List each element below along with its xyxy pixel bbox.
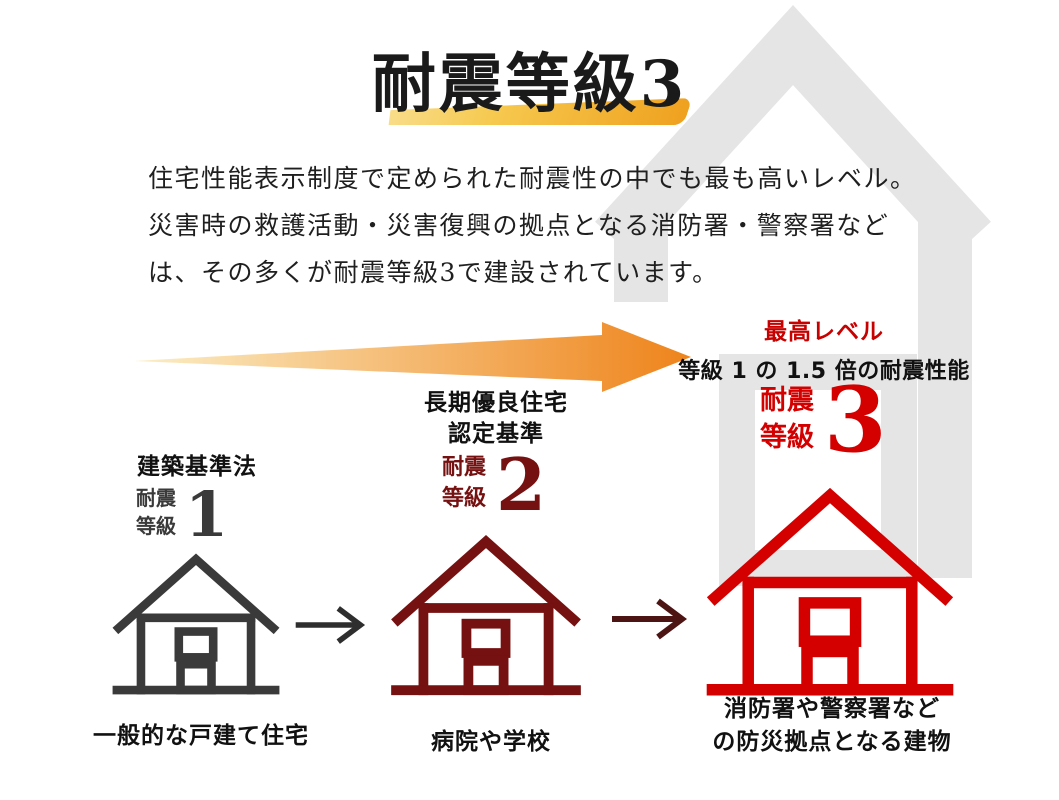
grade2-word-2: 等級	[442, 486, 487, 511]
grade1-label-group: 耐震 等級 1	[136, 478, 229, 551]
right-arrow-icon-1	[295, 606, 366, 644]
grade3-caption-line-1: 消防署や警察署など	[724, 696, 940, 722]
gradient-arrow-icon	[134, 322, 691, 392]
description-line-3: は、その多くが耐震等級3で建設されています。	[148, 258, 719, 287]
grade3-number: 3	[824, 367, 887, 473]
grade2-header: 長期優良住宅 認定基準	[396, 388, 596, 450]
highlight-label: 最高レベル	[764, 319, 884, 345]
grade1-header: 建築基準法	[137, 454, 257, 480]
grade2-number: 2	[496, 442, 547, 527]
grade2-header-line-1: 長期優良住宅	[424, 390, 568, 416]
highlight-sublabel: 等級 1 の 1.5 倍の耐震性能	[678, 359, 970, 384]
grade1-number: 1	[185, 478, 229, 551]
page-title: 耐震等級3	[371, 47, 688, 122]
grade2-label-group: 耐震 等級 2	[442, 442, 547, 527]
grade2-word-1: 耐震	[442, 455, 487, 480]
house-grade2-icon	[391, 535, 581, 696]
grade3-words: 耐震 等級	[760, 382, 814, 456]
grade1-word-2: 等級	[136, 514, 176, 538]
right-arrow-icon-2	[612, 598, 687, 640]
description: 住宅性能表示制度で定められた耐震性の中でも最も高いレベル。 災害時の救護活動・災…	[148, 155, 917, 296]
grade3-caption: 消防署や警察署など の防災拠点となる建物	[708, 693, 956, 759]
house-grade3-icon	[706, 487, 954, 696]
title-block: 耐震等級3	[0, 42, 1059, 128]
grade3-caption-line-2: の防災拠点となる建物	[712, 729, 952, 755]
grade3-word-1: 耐震	[760, 385, 814, 416]
description-line-2: 災害時の救護活動・災害復興の拠点となる消防署・警察署など	[148, 211, 890, 240]
grade2-caption: 病院や学校	[431, 729, 551, 755]
grade1-words: 耐震 等級	[136, 484, 176, 540]
highlight-block: 最高レベル 等級 1 の 1.5 倍の耐震性能	[678, 312, 970, 385]
grade3-word-2: 等級	[760, 422, 814, 453]
house-grade1-icon	[112, 553, 280, 695]
grade3-label-group: 耐震 等級 3	[760, 367, 887, 473]
grade1-caption: 一般的な戸建て住宅	[93, 723, 309, 749]
grade2-header-line-2: 認定基準	[448, 421, 544, 447]
grade1-word-1: 耐震	[136, 486, 176, 510]
description-line-1: 住宅性能表示制度で定められた耐震性の中でも最も高いレベル。	[148, 164, 917, 193]
grade2-words: 耐震 等級	[442, 452, 486, 514]
